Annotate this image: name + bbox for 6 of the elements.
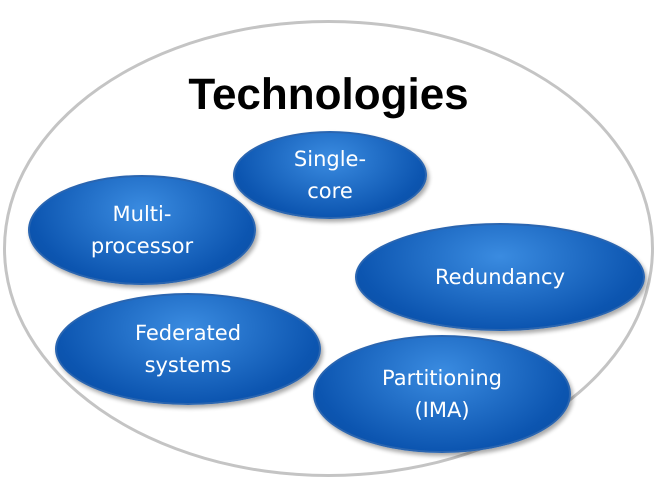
group-heading: Technologies <box>188 73 469 117</box>
technology-label: Redundancy <box>435 264 565 291</box>
technology-label: Partitioning (IMA) <box>381 365 503 424</box>
technology-label: Single- core <box>292 146 368 205</box>
technology-label: Federated systems <box>134 320 242 379</box>
technology-label: Multi- processor <box>90 201 194 260</box>
